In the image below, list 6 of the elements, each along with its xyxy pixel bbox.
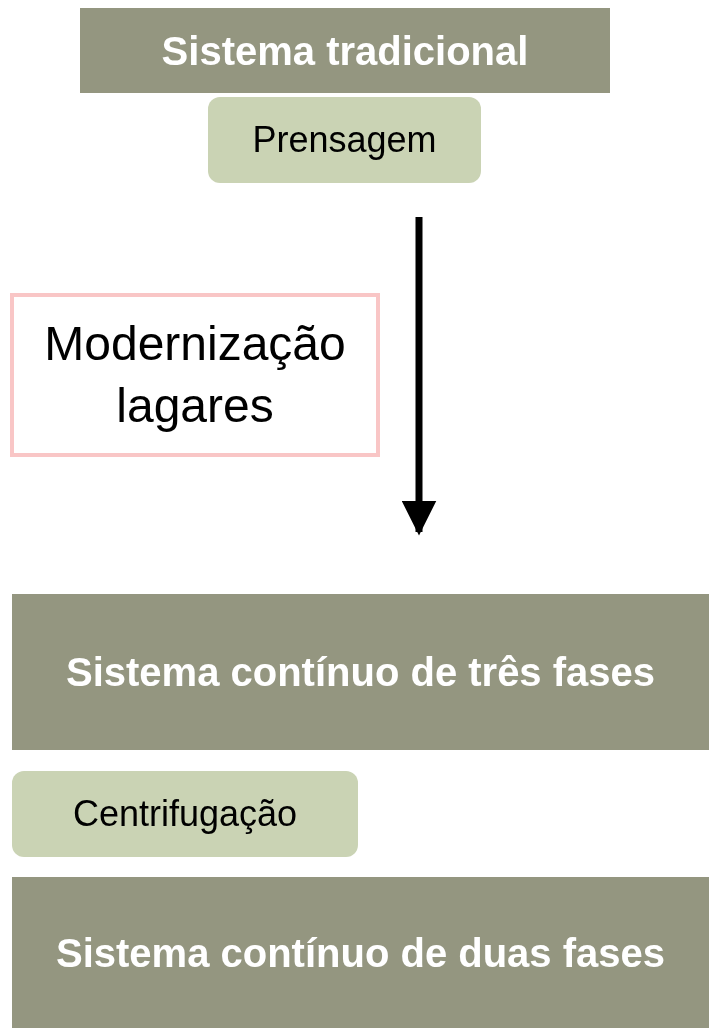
heading-band: Sistema contínuo de duas fases bbox=[12, 877, 709, 1028]
heading-band: Sistema tradicional bbox=[80, 8, 610, 93]
process-box: Centrifugação bbox=[12, 771, 358, 857]
heading-band: Sistema contínuo de três fases bbox=[12, 594, 709, 750]
process-box: Prensagem bbox=[208, 97, 481, 183]
note-box: Modernização lagares bbox=[10, 293, 380, 457]
